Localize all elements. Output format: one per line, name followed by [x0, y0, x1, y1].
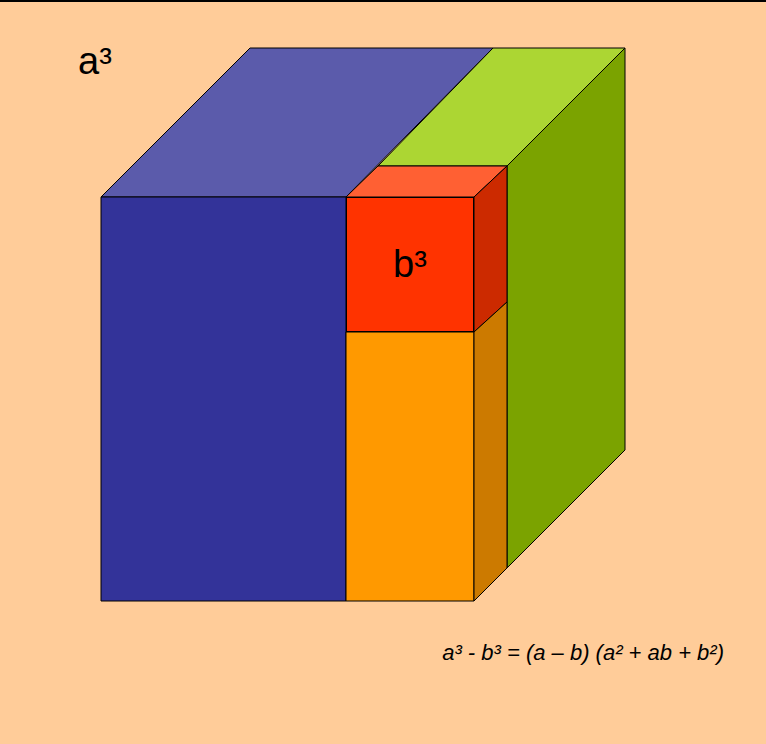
blue-front-face [101, 197, 346, 601]
orange-side-face [474, 302, 507, 601]
red-cube-face: b³ [346, 197, 474, 332]
formula-caption: a³ - b³ = (a – b) (a² + ab + b²) [442, 640, 724, 666]
volume-label: a³ [78, 40, 112, 83]
top-rule [0, 0, 766, 2]
green-side-face [507, 48, 625, 568]
orange-front-face [346, 332, 474, 601]
cube-label: b³ [393, 243, 427, 286]
